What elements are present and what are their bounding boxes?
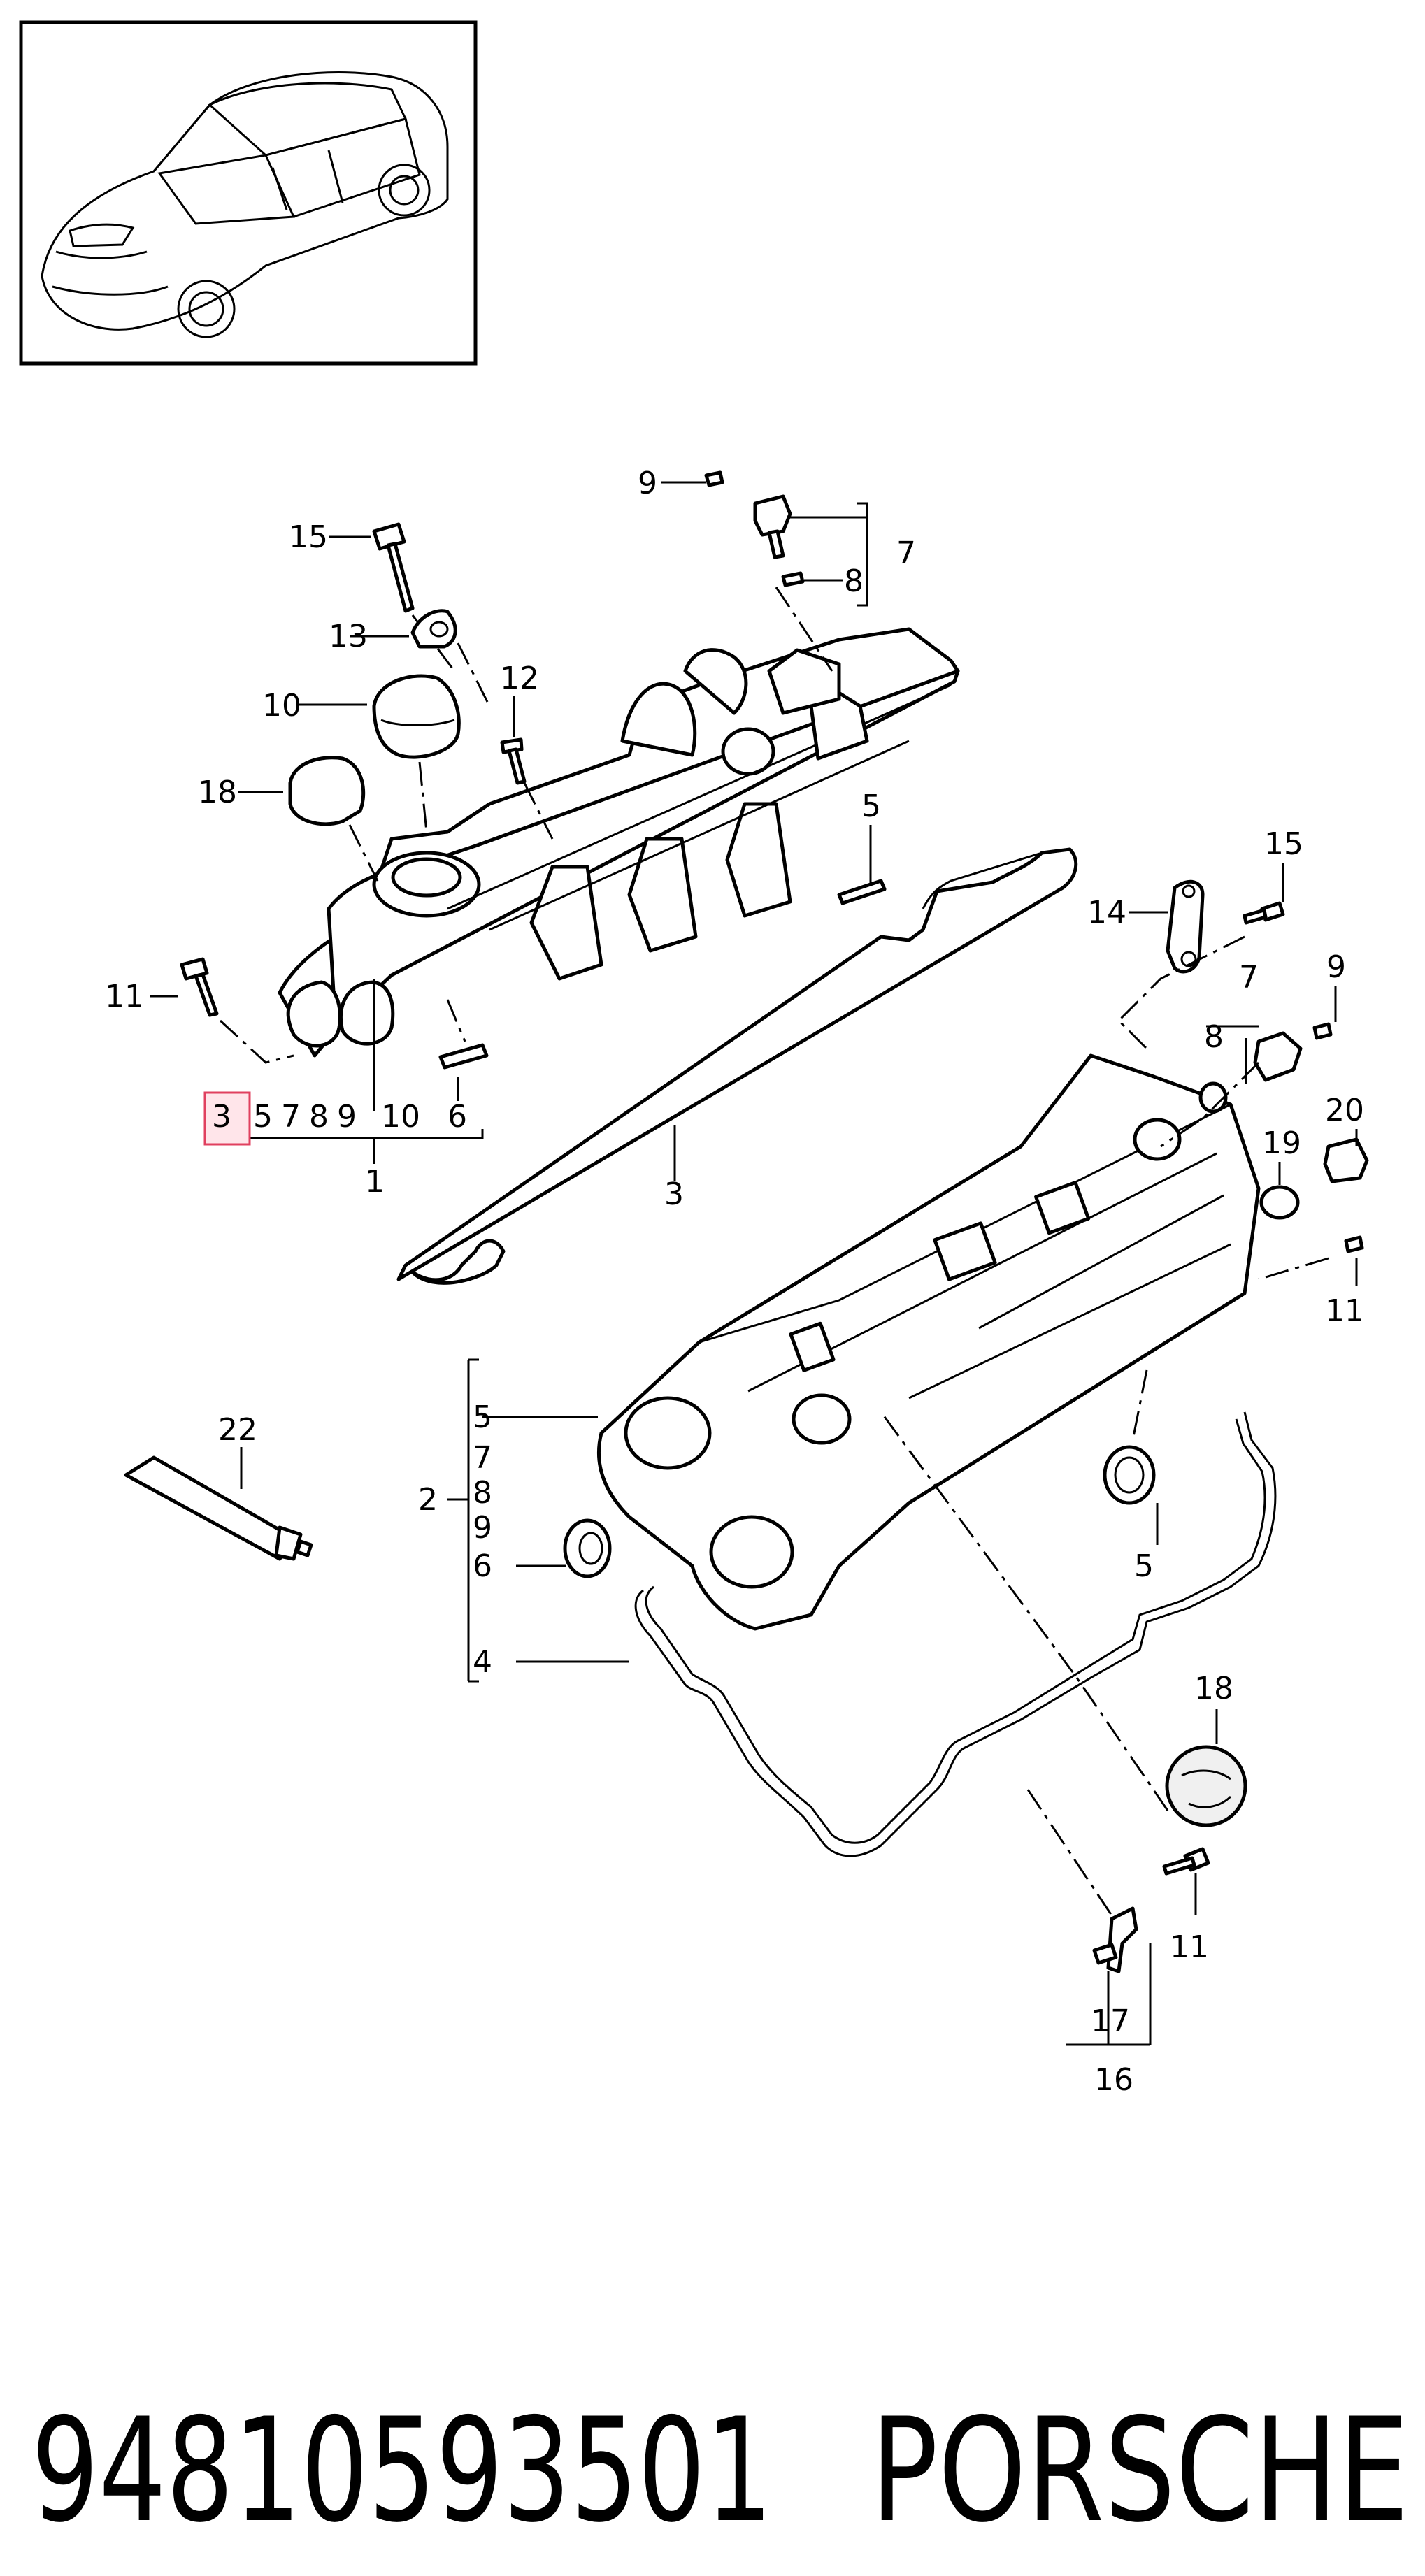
gasket-4 [634,1411,1277,1857]
callout-19[interactable]: 19 [1262,1125,1301,1161]
callout-labels: 15 13 10 12 18 9 7 8 5 11 15 14 7 9 8 20… [105,466,1364,2098]
sub-list-item[interactable]: 10 [381,1099,420,1135]
sub-list-item[interactable]: 5 [253,1099,273,1135]
callout-15-right[interactable]: 15 [1264,826,1303,862]
callout-17[interactable]: 17 [1091,2003,1130,2039]
callout-12[interactable]: 12 [500,661,539,696]
callout-1[interactable]: 1 [365,1164,385,1200]
bolt-11-lower [1162,1847,1210,1876]
cover-cap-18-lower [880,1411,1247,1827]
callout-5-top[interactable]: 5 [861,789,881,824]
callout-9-right[interactable]: 9 [1326,949,1346,985]
callout-6-lower[interactable]: 6 [473,1548,492,1584]
callout-9-top[interactable]: 9 [638,466,657,501]
callout-9-lower[interactable]: 9 [473,1510,492,1546]
callout-18-lower[interactable]: 18 [1194,1671,1233,1706]
part-number: 94810593501 [31,2388,773,2554]
callout-2[interactable]: 2 [418,1482,438,1518]
screw-12 [500,737,554,840]
callout-13[interactable]: 13 [329,619,368,654]
valve-cover-upper [278,627,960,1058]
callout-8-lower[interactable]: 8 [473,1475,492,1511]
bolt-15-top [372,522,456,672]
gasket-3 [396,847,1078,1285]
callout-22[interactable]: 22 [218,1412,257,1448]
valve-cover-lower [596,1053,1261,1631]
footer: 94810593501 PORSCHE [31,2388,1409,2554]
vehicle-thumbnail [19,20,478,366]
callout-20[interactable]: 20 [1325,1093,1364,1128]
callout-5-lower[interactable]: 5 [473,1399,492,1435]
callout-7-top[interactable]: 7 [896,535,916,571]
callout-16[interactable]: 16 [1094,2062,1133,2098]
callout-7-lower[interactable]: 7 [473,1440,492,1476]
callout-18-top[interactable]: 18 [198,775,237,810]
callout-11-right[interactable]: 11 [1325,1293,1364,1329]
callout-7-right[interactable]: 7 [1239,960,1259,995]
callout-4[interactable]: 4 [473,1644,492,1680]
callout-11-left[interactable]: 11 [105,979,144,1014]
sub-list-item[interactable]: 9 [337,1099,357,1135]
callout-5-right[interactable]: 5 [1134,1548,1154,1584]
callout-3-gasket[interactable]: 3 [664,1177,684,1212]
cover-cap-18-top [288,756,379,882]
callout-8-right[interactable]: 8 [1204,1019,1224,1055]
sub-list-item[interactable]: 8 [309,1099,329,1135]
bolt-11-left [180,957,294,1064]
callout-15-top[interactable]: 15 [289,519,328,555]
pin-5-top [837,879,887,905]
highlight-box [203,1091,251,1146]
washer-13 [410,609,491,707]
sub-list-1: 3 5 7 8 9 10 6 [212,1099,467,1135]
sub-list-item-highlighted[interactable]: 3 [212,1099,231,1135]
car-thumbnail-icon [41,71,449,338]
sub-list-item[interactable]: 7 [281,1099,301,1135]
right-cluster [1117,879,1369,1281]
brand-name: PORSCHE [871,2388,1409,2554]
seal-6-top [438,999,489,1070]
ring-5-right [1103,1369,1156,1505]
callout-11-lower[interactable]: 11 [1170,1929,1209,1965]
bracket-16-17 [1026,1789,1138,1973]
oil-cap-10 [372,674,461,833]
sensor-7-top [704,470,833,672]
callout-10[interactable]: 10 [262,688,301,724]
sealant-tube-22 [124,1455,313,1561]
callout-8-top[interactable]: 8 [844,563,864,599]
seal-6-lower [563,1518,612,1578]
sub-list-item[interactable]: 6 [447,1099,467,1135]
callout-14[interactable]: 14 [1087,895,1126,930]
